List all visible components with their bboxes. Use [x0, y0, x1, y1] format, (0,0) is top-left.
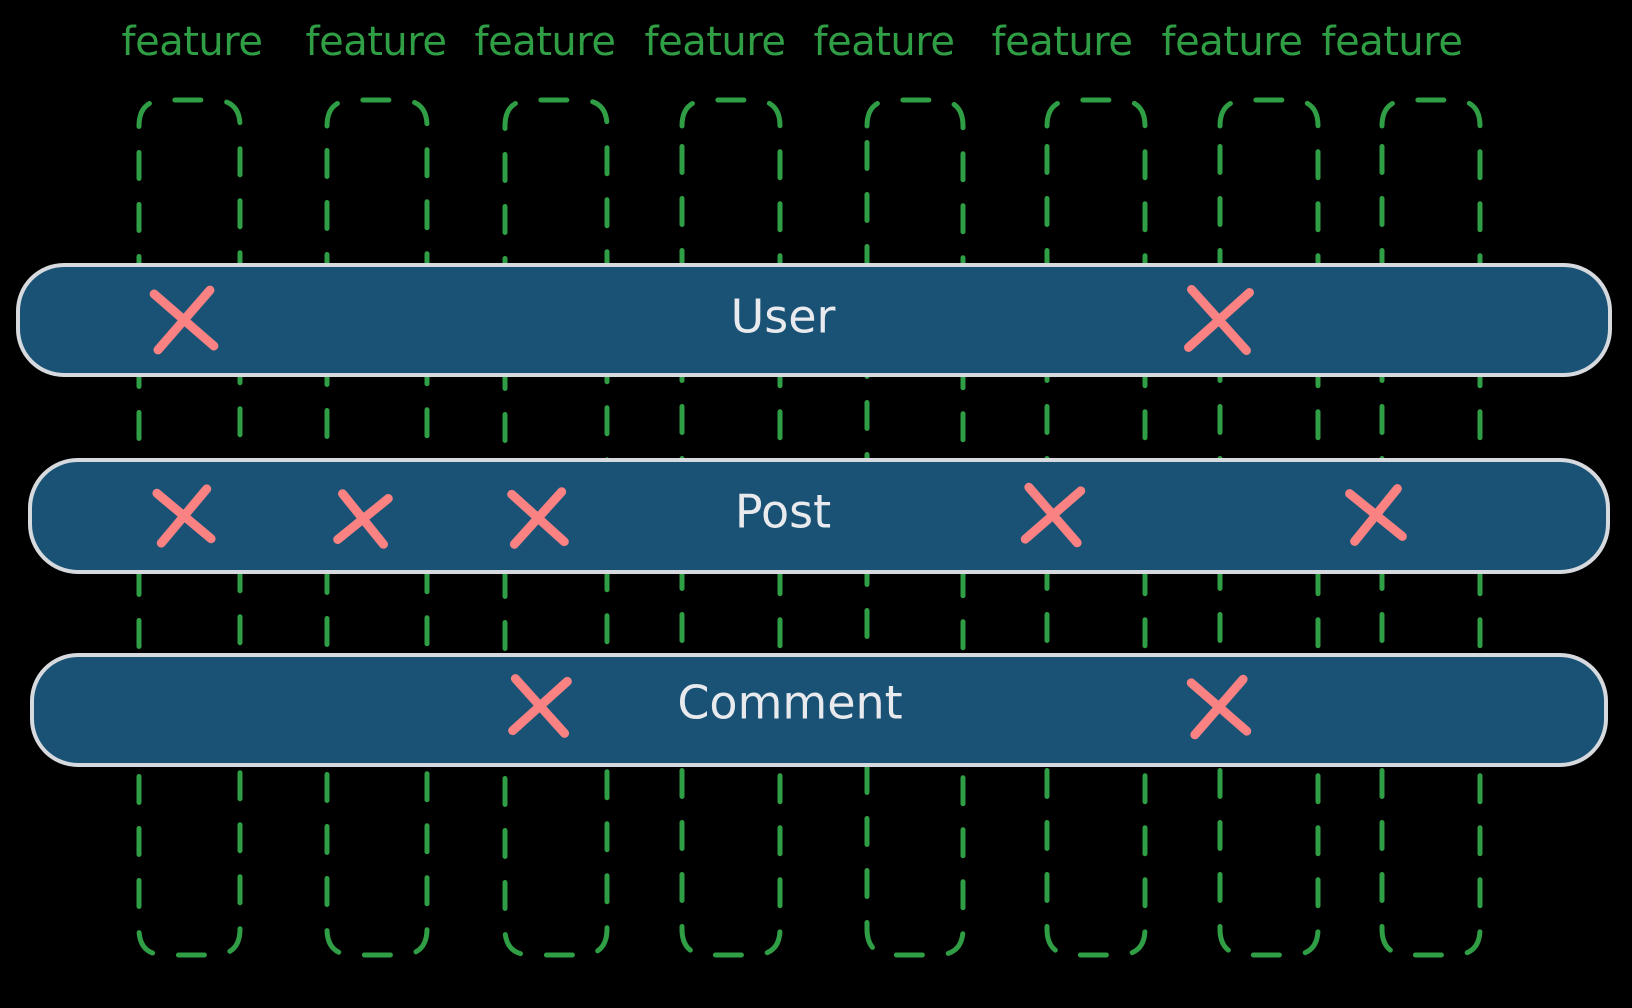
feature-column-label-4: feature — [645, 19, 786, 65]
feature-column-label-5: feature — [814, 19, 955, 65]
feature-labels-group: feature feature feature feature feature featu… — [122, 19, 1463, 65]
feature-column-label-2: feature — [306, 19, 447, 65]
feature-column-label-3: feature — [475, 19, 616, 65]
entity-label-user: User — [731, 290, 836, 344]
entity-label-comment: Comment — [677, 676, 902, 730]
feature-column-label-8: feature — [1322, 19, 1463, 65]
feature-column-label-1: feature — [122, 19, 263, 65]
entity-rows-group: UserPostComment — [18, 265, 1610, 765]
feature-column-label-7: feature — [1162, 19, 1303, 65]
row-post[interactable]: Post — [30, 460, 1608, 572]
entity-label-post: Post — [735, 485, 831, 539]
row-comment[interactable]: Comment — [32, 655, 1606, 765]
feature-column-label-6: feature — [992, 19, 1133, 65]
row-user[interactable]: User — [18, 265, 1610, 375]
